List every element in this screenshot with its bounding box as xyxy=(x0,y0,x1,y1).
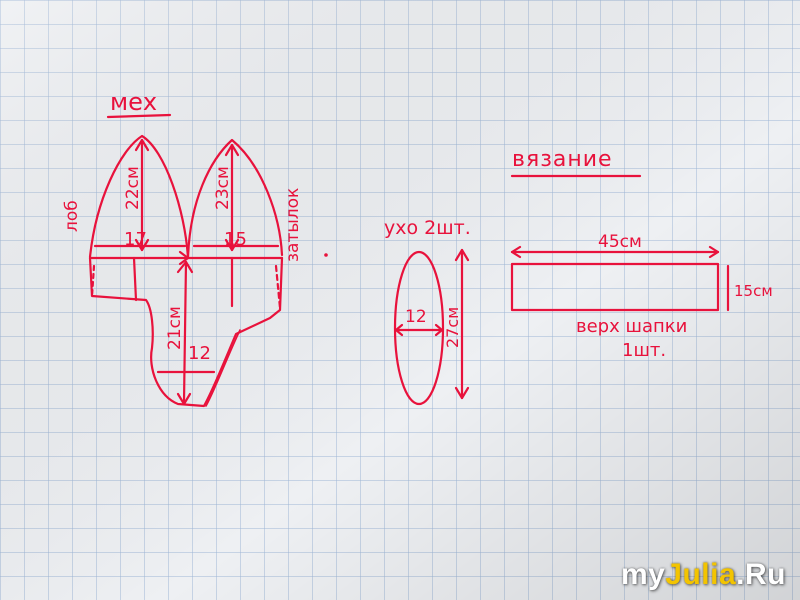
fur-dim-22: 22см xyxy=(123,166,143,210)
arrowhead xyxy=(708,245,720,259)
arrowhead xyxy=(134,238,150,252)
knit-dim-length: 45см xyxy=(598,232,642,252)
arrowhead xyxy=(454,386,470,400)
knit-labels: вязание 45см 15см верх шапки 1шт. xyxy=(512,147,773,361)
ear-oval xyxy=(393,250,445,406)
watermark-part-1: my xyxy=(620,558,666,591)
fur-left-arc xyxy=(88,134,190,260)
fur-right-arc xyxy=(186,138,284,260)
arrowhead xyxy=(176,260,194,274)
knit-dim-height: 15см xyxy=(734,282,773,300)
ear-dim-width: 12 xyxy=(405,307,427,327)
arrowhead xyxy=(224,143,240,157)
ear-title: ухо 2шт. xyxy=(384,217,471,239)
fur-left-seam xyxy=(90,264,96,298)
arrowhead xyxy=(510,245,522,259)
fur-back-label: затылок xyxy=(283,188,303,262)
fur-title: мех xyxy=(110,88,157,116)
fur-right-seam xyxy=(274,264,282,310)
fur-dim-15: 15 xyxy=(224,229,247,250)
ear-labels: ухо 2шт. 12 27см xyxy=(384,217,471,348)
arrowhead xyxy=(224,238,240,252)
fur-forehead-label: лоб xyxy=(62,200,82,232)
knit-title: вязание xyxy=(512,147,613,172)
fur-labels: мех лоб затылок 22см 17 23см 15 21см 12 xyxy=(62,88,303,364)
fur-pattern xyxy=(88,113,284,408)
fur-dim-21: 21см xyxy=(165,306,185,350)
fur-dim-23: 23см xyxy=(213,166,233,210)
watermark-part-2: Julia xyxy=(665,558,737,591)
fur-inner-line-left xyxy=(132,256,138,302)
ear-pattern xyxy=(393,248,470,406)
ear-dim-height: 27см xyxy=(443,307,462,348)
knit-caption-line2: 1шт. xyxy=(622,340,666,361)
knit-caption-line1: верх шапки xyxy=(576,316,687,337)
watermark-part-3: .Ru xyxy=(736,558,786,591)
fur-title-underline xyxy=(106,113,172,119)
arrowhead xyxy=(178,250,190,266)
arrowhead xyxy=(434,323,444,337)
knit-pattern xyxy=(510,174,730,312)
arrowhead xyxy=(134,138,150,152)
knit-rectangle xyxy=(510,262,720,312)
fur-lower-outline xyxy=(88,256,284,408)
arrowhead xyxy=(394,323,404,337)
dim-line-21 xyxy=(182,260,188,404)
fur-dim-17: 17 xyxy=(124,229,147,250)
watermark: myJulia.Ru xyxy=(621,558,786,592)
fur-dim-12: 12 xyxy=(188,343,211,364)
arrowhead xyxy=(454,248,470,262)
arrowhead xyxy=(176,392,192,406)
ink-dot xyxy=(324,253,328,257)
fur-edge-double xyxy=(205,329,241,407)
